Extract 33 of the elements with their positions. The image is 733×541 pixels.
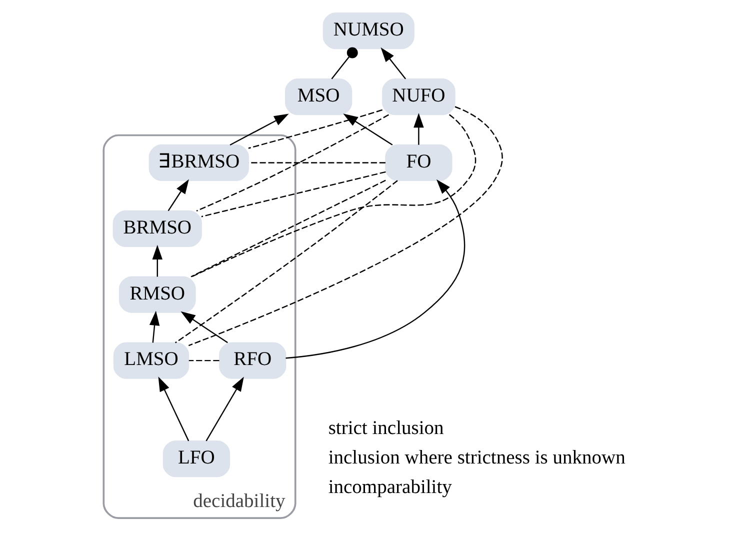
arrow	[168, 179, 189, 212]
node-box: NUFO	[382, 78, 456, 116]
connector	[248, 109, 383, 149]
node-box: RMSO	[118, 276, 196, 313]
arrow	[380, 47, 406, 80]
connector	[174, 180, 398, 344]
arrow	[230, 114, 289, 146]
connector	[248, 162, 386, 164]
connector	[331, 47, 358, 80]
node-box: NUMSO	[322, 12, 414, 50]
legend-label: inclusion where strictness is unknown	[328, 448, 626, 468]
arrow	[206, 376, 244, 442]
connector	[188, 106, 503, 346]
arrow	[152, 244, 163, 277]
connector	[190, 180, 386, 278]
node-box: RFO	[219, 342, 286, 379]
arrow	[149, 310, 160, 343]
legend-label: strict inclusion	[328, 418, 444, 440]
arrow	[180, 311, 228, 344]
node-box: BRMSO	[112, 210, 202, 247]
node-box: FO	[385, 144, 452, 182]
arrow	[158, 376, 190, 442]
connector	[201, 171, 386, 218]
connector	[188, 360, 220, 362]
connector	[196, 114, 390, 212]
arrow	[414, 112, 424, 145]
connector	[191, 114, 476, 278]
arrow	[343, 114, 393, 146]
node-box: ∃BRMSO	[148, 144, 249, 182]
legend-label: incomparability	[328, 476, 452, 498]
node-box: MSO	[285, 78, 352, 116]
node-box: LMSO	[113, 342, 190, 379]
node-box: LFO	[162, 440, 230, 478]
